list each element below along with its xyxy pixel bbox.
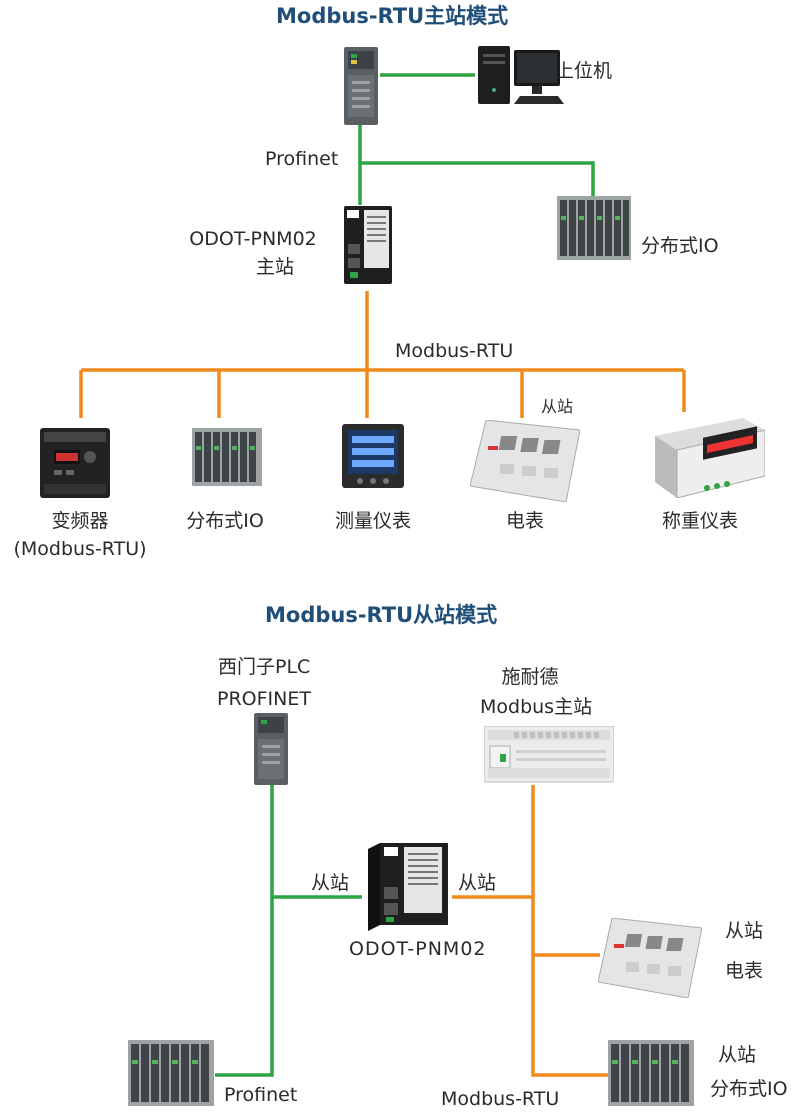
schneider-label-line1: 施耐德 bbox=[501, 666, 559, 688]
plc-to-io-wire bbox=[215, 785, 274, 1077]
device-label-energy-meter: 电表 bbox=[505, 510, 544, 532]
device-label-weighing: 称重仪表 bbox=[661, 510, 738, 532]
slave-mode-title: Modbus-RTU从站模式 bbox=[265, 603, 498, 627]
schneider-plc-device bbox=[483, 725, 615, 786]
gateway-label-line1: ODOT-PNM02 bbox=[189, 228, 317, 250]
vfd-device bbox=[40, 428, 110, 498]
odot-gateway-device-2 bbox=[368, 843, 448, 931]
remote-io-device bbox=[557, 196, 631, 260]
device-sublabel-vfd: (Modbus-RTU) bbox=[13, 538, 147, 560]
weighing-indicator-device bbox=[655, 418, 766, 499]
gateway-label: ODOT-PNM02 bbox=[349, 938, 487, 960]
right-slave-label: 从站 bbox=[458, 872, 497, 894]
schneider-to-io-wire bbox=[531, 785, 608, 1077]
profinet-wires bbox=[358, 73, 595, 205]
siemens-plc-device-2 bbox=[252, 713, 290, 785]
slave-label: 从站 bbox=[541, 397, 574, 416]
device-label-vfd: 变频器 bbox=[51, 510, 109, 532]
modbus-bus-label: Modbus-RTU bbox=[395, 340, 514, 362]
slave-profinet-wires bbox=[215, 785, 362, 1077]
profinet-to-remote-io-wire bbox=[360, 161, 595, 196]
plc-label-line1: 西门子PLC bbox=[218, 656, 311, 678]
remote-io-label: 分布式IO bbox=[641, 235, 719, 257]
plc-label-line2: PROFINET bbox=[217, 688, 311, 710]
energy-meter-device bbox=[469, 419, 581, 503]
device-label-measuring: 测量仪表 bbox=[334, 510, 411, 532]
remote-io-device-4 bbox=[608, 1040, 694, 1106]
slave-modbus-label: Modbus-RTU bbox=[441, 1088, 560, 1110]
left-slave-label: 从站 bbox=[311, 872, 350, 894]
siemens-plc-device bbox=[342, 47, 380, 125]
master-mode-title: Modbus-RTU主站模式 bbox=[276, 4, 509, 28]
slave-modbus-wires bbox=[452, 785, 608, 1077]
io-label-line1: 从站 bbox=[718, 1044, 757, 1066]
io-label-line2: 分布式IO bbox=[710, 1078, 788, 1100]
odot-gateway-device bbox=[344, 206, 392, 284]
profinet-label: Profinet bbox=[265, 148, 339, 170]
remote-io-device-2 bbox=[192, 428, 262, 486]
gateway-label-line2: 主站 bbox=[255, 256, 294, 278]
modbus-bus-wires bbox=[79, 291, 686, 418]
device-label-remote-io: 分布式IO bbox=[186, 510, 264, 532]
meter-label-line1: 从站 bbox=[725, 920, 764, 942]
schneider-label-line2: Modbus主站 bbox=[480, 696, 593, 718]
energy-meter-device-2 bbox=[597, 917, 703, 999]
host-label: 上位机 bbox=[555, 60, 613, 82]
slave-profinet-label: Profinet bbox=[224, 1084, 298, 1106]
remote-io-device-3 bbox=[128, 1040, 214, 1106]
computer-icon bbox=[474, 44, 566, 106]
measuring-instrument-device bbox=[342, 424, 404, 488]
meter-label-line2: 电表 bbox=[725, 960, 764, 982]
